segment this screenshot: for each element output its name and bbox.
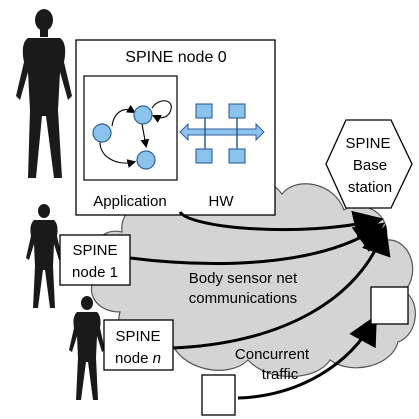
concurrent-traffic-arrow bbox=[237, 314, 377, 400]
human-figure-icon bbox=[26, 204, 62, 308]
traffic-source-box bbox=[201, 374, 236, 416]
spine-node-n-var: n bbox=[153, 350, 161, 367]
spine-node-1-label-line2: node 1 bbox=[72, 264, 118, 281]
spine-node-n-box bbox=[103, 319, 174, 371]
traffic-label-line1: Concurrent bbox=[235, 346, 310, 363]
arrow-node0-to-base bbox=[178, 210, 384, 241]
cloud-label-line2: communications bbox=[189, 290, 297, 307]
hw-label: HW bbox=[209, 193, 235, 210]
traffic-label-line2: traffic bbox=[262, 366, 299, 383]
state-machine-icon bbox=[92, 100, 172, 170]
human-figure-icon bbox=[69, 296, 105, 400]
spine-node-1-box bbox=[59, 234, 131, 286]
hardware-icon bbox=[179, 103, 265, 164]
human-figure-icon bbox=[16, 9, 72, 178]
base-station-label-line2: Base bbox=[353, 157, 387, 174]
traffic-sink-box bbox=[370, 286, 409, 325]
spine-node-1-label-line1: SPINE bbox=[72, 242, 117, 259]
arrow-node1-to-base bbox=[129, 222, 385, 265]
spine-node-0-title: SPINE node 0 bbox=[125, 49, 227, 66]
spine-node-n-label-line1: SPINE bbox=[115, 328, 160, 345]
base-station-label-line1: SPINE bbox=[345, 135, 390, 152]
application-label: Application bbox=[93, 193, 166, 210]
cloud-label-line1: Body sensor net bbox=[189, 270, 298, 287]
base-station-label-line3: station bbox=[348, 179, 392, 196]
arrow-noden-to-base bbox=[171, 224, 391, 350]
base-station-hexagon bbox=[325, 119, 413, 209]
spine-node-n-label-line2: node n bbox=[115, 350, 161, 367]
spine-node-n-prefix: node bbox=[115, 350, 153, 367]
